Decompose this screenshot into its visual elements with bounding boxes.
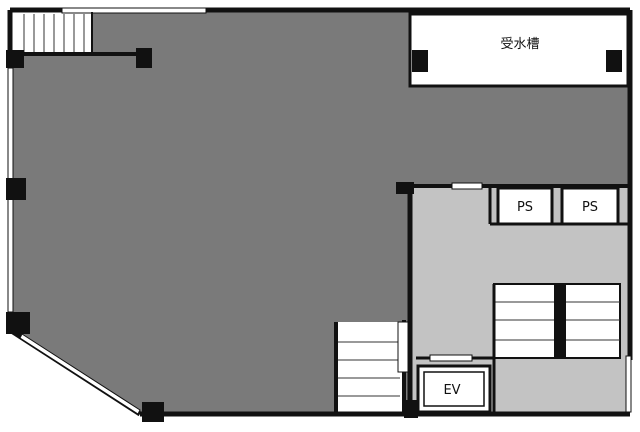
window-diagonal bbox=[19, 333, 141, 415]
columns bbox=[6, 48, 418, 422]
pipe-shaft-right bbox=[560, 186, 620, 226]
core-door-top bbox=[451, 182, 483, 190]
water-tank-room bbox=[408, 12, 630, 88]
window-top-left bbox=[61, 7, 207, 14]
column-top-mid bbox=[136, 48, 152, 68]
top-left-stair-treads bbox=[23, 14, 85, 52]
window-left-wall-lower bbox=[7, 195, 14, 313]
lower-stair-treads bbox=[338, 341, 400, 397]
water-tank-column-left bbox=[412, 50, 428, 72]
window-left-wall-upper bbox=[7, 67, 14, 187]
lower-stair-door bbox=[397, 321, 409, 373]
ev-door bbox=[429, 354, 473, 362]
column-core-corner bbox=[396, 182, 414, 194]
column-bottom-left bbox=[6, 312, 30, 334]
core-stair-divider bbox=[554, 284, 566, 358]
pipe-shaft-left-label: PS bbox=[517, 200, 533, 215]
column-top-left bbox=[6, 50, 24, 68]
elevator-label: EV bbox=[443, 383, 460, 398]
window-right-lower bbox=[625, 355, 632, 413]
lower-stair bbox=[336, 322, 404, 414]
water-tank-column-right bbox=[606, 50, 622, 72]
pipe-shaft-right-label: PS bbox=[582, 200, 598, 215]
column-bottom-mid bbox=[142, 402, 164, 422]
column-left-mid bbox=[6, 178, 26, 200]
top-left-stair bbox=[12, 12, 92, 54]
elevator-car bbox=[423, 371, 485, 407]
water-tank-label: 受水槽 bbox=[500, 37, 539, 52]
column-bottom-right bbox=[404, 400, 418, 418]
